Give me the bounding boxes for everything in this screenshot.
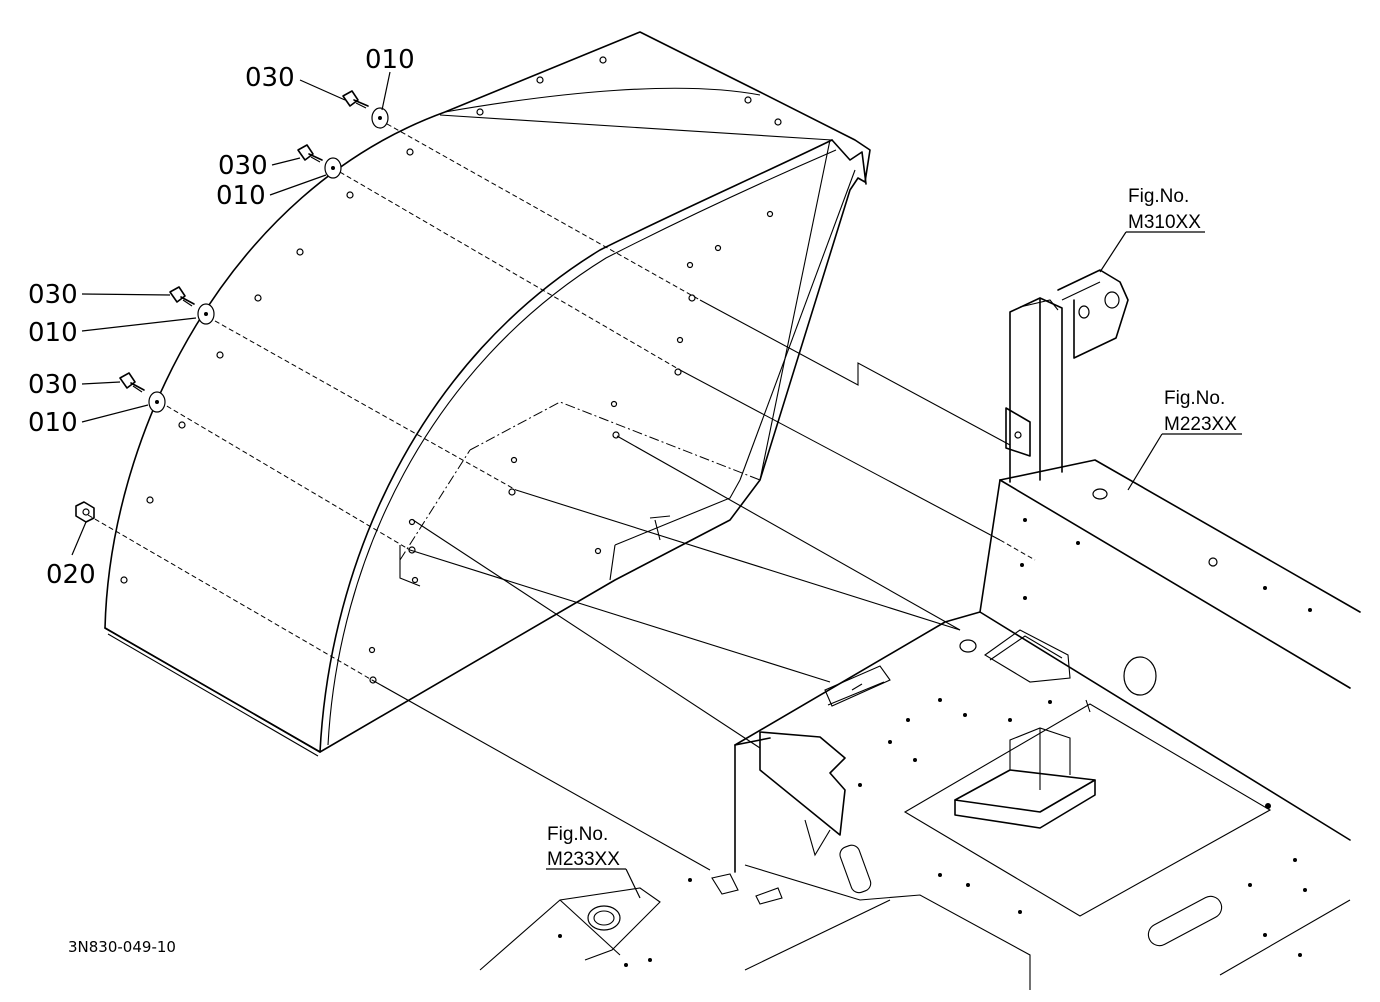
callout-label: 030 xyxy=(245,63,295,93)
frame-holes xyxy=(558,518,1312,967)
figure-references: Fig.No. M310XX Fig.No. M223XX Fig.No. M2… xyxy=(547,186,1237,870)
bolt-icon xyxy=(169,286,195,307)
figure-ref-label: Fig.No. xyxy=(1128,186,1189,207)
figure-ref-number: M233XX xyxy=(547,849,620,870)
fasteners xyxy=(75,90,389,523)
callout-label: 010 xyxy=(28,318,78,348)
fender-cover-panel xyxy=(104,31,871,757)
panel-holes xyxy=(120,56,782,684)
figure-ref-label: Fig.No. xyxy=(1164,388,1225,409)
bolt-icon xyxy=(119,372,145,393)
drawing-code: 3N830-049-10 xyxy=(68,938,176,956)
nut-icon xyxy=(75,501,95,523)
bolt-icon xyxy=(297,144,323,163)
callout-label: 030 xyxy=(28,370,78,400)
callout-label: 010 xyxy=(216,181,266,211)
callout-leaders xyxy=(71,71,1242,899)
bolt-icon xyxy=(342,90,369,109)
callout-label: 010 xyxy=(365,45,415,75)
figure-ref-number: M310XX xyxy=(1128,212,1201,233)
callout-labels: 010 030 030 010 030 010 030 010 020 xyxy=(28,45,415,590)
callout-label: 020 xyxy=(46,560,96,590)
vertical-post-bracket xyxy=(1005,269,1129,483)
callout-label: 030 xyxy=(28,280,78,310)
assembly-lines xyxy=(87,119,1036,871)
figure-ref-label: Fig.No. xyxy=(547,824,608,845)
callout-label: 010 xyxy=(28,408,78,438)
callout-label: 030 xyxy=(218,151,268,181)
frame-body xyxy=(479,459,1361,990)
figure-ref-number: M223XX xyxy=(1164,414,1237,435)
